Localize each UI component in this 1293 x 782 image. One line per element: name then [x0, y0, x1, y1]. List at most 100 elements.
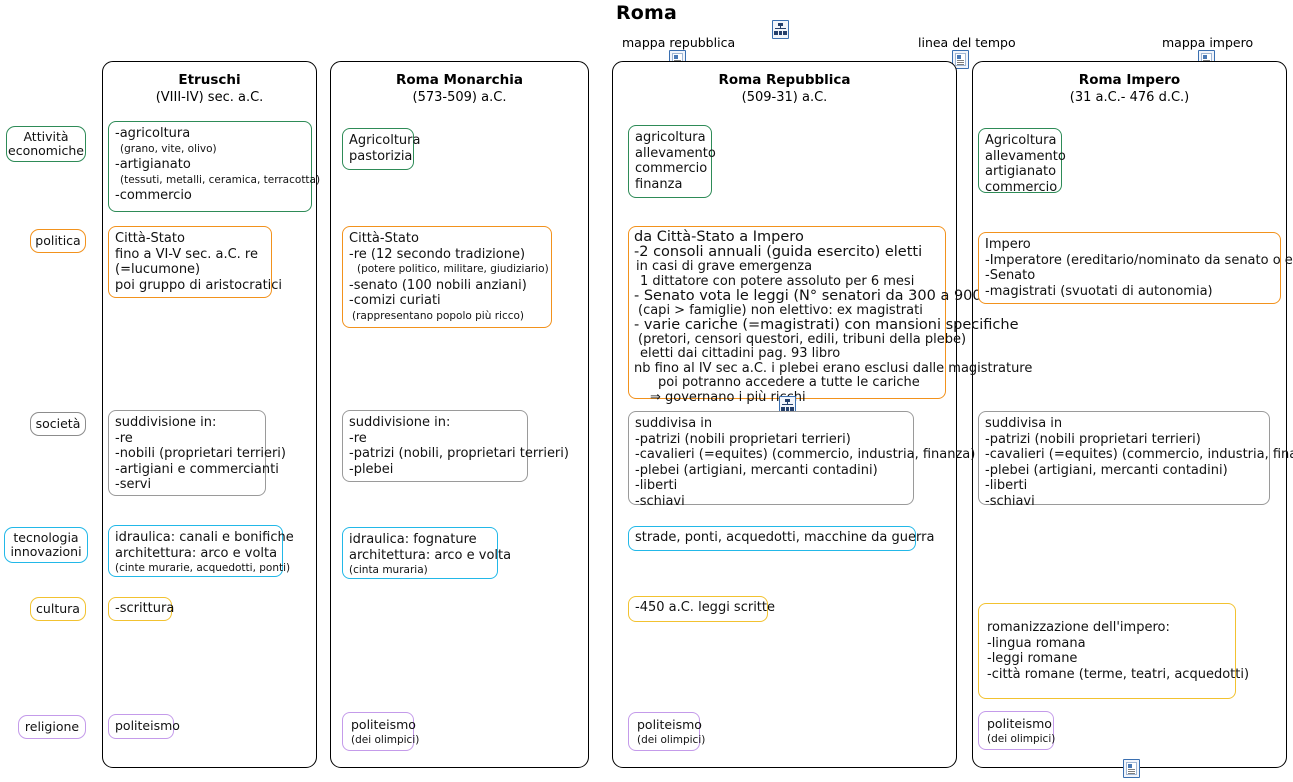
cell-monarchia-societa[interactable]: suddivisione in: -re -patrizi (nobili, p… [342, 410, 569, 482]
cell-line: -Imperatore (ereditario/nominato da sena… [985, 252, 1293, 268]
cell-line: -leggi romane [987, 651, 1078, 666]
cell-repubblica-religione[interactable]: politeismo (dei olimpici) [628, 712, 706, 751]
document-page-icon[interactable] [952, 50, 969, 69]
cell-line: idraulica: fognature [349, 532, 477, 547]
cell-line: -scrittura [115, 601, 175, 616]
cell-repubblica-attivita[interactable]: agricoltura allevamento commercio finanz… [628, 125, 716, 198]
cell-line: commercio [985, 179, 1058, 195]
cell-line: -agricoltura [115, 126, 191, 141]
cell-line: (cinta muraria) [349, 564, 428, 576]
document-page-icon[interactable] [1123, 759, 1140, 778]
cell-line: -cavalieri (=equites) (commercio, indust… [985, 447, 1293, 462]
cell-impero-politica[interactable]: Impero -Imperatore (ereditario/nominato … [978, 232, 1293, 304]
cell-line: Impero [985, 237, 1031, 252]
cell-repubblica-tecnologia[interactable]: strade, ponti, acquedotti, macchine da g… [628, 526, 935, 551]
column-header-etruschi: Etruschi (VIII-IV) sec. a.C. [103, 72, 316, 106]
org-chart-icon[interactable] [772, 20, 789, 39]
cell-line: architettura: arco e volta [115, 545, 278, 561]
category-pill-cultura[interactable]: cultura [30, 597, 86, 621]
category-pill-religione[interactable]: religione [18, 715, 86, 739]
cell-line: romanizzazione dell'impero: [987, 620, 1170, 635]
cell-impero-societa[interactable]: suddivisa in -patrizi (nobili proprietar… [978, 411, 1293, 509]
column-title: Roma Repubblica [718, 72, 851, 88]
cell-line: -Senato [985, 268, 1036, 283]
cell-line: (grano, vite, olivo) [120, 142, 217, 155]
cell-impero-attivita[interactable]: Agricoltura allevamento artigianato comm… [978, 128, 1066, 195]
cell-line: poi gruppo di aristocratici [115, 277, 283, 293]
cell-monarchia-religione[interactable]: politeismo (dei olimpici) [342, 712, 419, 751]
cell-line: fino a VI-V sec. a.C. re [115, 246, 258, 262]
cell-line: -2 consoli annuali (guida esercito) elet… [634, 244, 940, 261]
cell-line: -schiavi [985, 493, 1035, 509]
cell-line: ⇒ governano i più ricchi [650, 389, 806, 405]
cell-etruschi-religione[interactable]: politeismo [108, 714, 180, 739]
cell-line: -città romane (terme, teatri, acquedotti… [987, 666, 1250, 682]
cell-line: strade, ponti, acquedotti, macchine da g… [635, 530, 935, 545]
pill-line-1: società [35, 415, 81, 431]
pill-line-1: Attività [23, 128, 69, 144]
pill-line-1: cultura [36, 600, 80, 616]
cell-etruschi-tecnologia[interactable]: idraulica: canali e bonifiche architettu… [108, 525, 294, 577]
cell-line: (dei olimpici) [987, 732, 1056, 745]
cell-line: agricoltura [635, 130, 706, 145]
cell-line: (dei olimpici) [637, 733, 706, 746]
cell-line: in casi di grave emergenza [636, 259, 813, 274]
cell-line: -patrizi (nobili proprietari terrieri) [985, 431, 1201, 447]
cell-line: -senato (100 nobili anziani) [349, 277, 527, 293]
cell-line: (potere politico, militare, giudiziario) [357, 263, 549, 275]
link-label-mappa-impero[interactable]: mappa impero [1162, 35, 1254, 50]
cell-line: idraulica: canali e bonifiche [115, 530, 294, 545]
category-pill-societa[interactable]: società [30, 412, 86, 436]
cell-repubblica-cultura[interactable]: -450 a.C. leggi scritte [628, 596, 775, 622]
cell-etruschi-cultura[interactable]: -scrittura [108, 597, 175, 621]
cell-line: allevamento [985, 148, 1066, 164]
cell-line: -patrizi (nobili proprietari terrieri) [635, 431, 851, 447]
cell-line: Agricoltura [349, 133, 421, 148]
pill-line-1: religione [24, 718, 80, 734]
cell-line: (cinte murarie, acquedotti, ponti) [115, 562, 291, 574]
cell-line: -plebei (artigiani, mercanti contadini) [985, 462, 1228, 478]
cell-line: -magistrati (svuotati di autonomia) [985, 283, 1213, 299]
cell-line: -patrizi (nobili, proprietari terrieri) [349, 446, 569, 461]
cell-impero-cultura[interactable]: romanizzazione dell'impero: -lingua roma… [978, 603, 1250, 699]
column-title: Roma Impero [1078, 72, 1181, 88]
link-label-linea-del-tempo[interactable]: linea del tempo [918, 35, 1016, 50]
cell-etruschi-societa[interactable]: suddivisione in: -re -nobili (proprietar… [108, 410, 286, 496]
cell-repubblica-politica[interactable]: da Città-Stato a Impero -2 consoli annua… [628, 226, 1033, 404]
category-pill-attivita-economiche[interactable]: Attività economiche [6, 126, 86, 162]
cell-line: artigianato [985, 164, 1057, 179]
cell-impero-religione[interactable]: politeismo (dei olimpici) [978, 711, 1056, 750]
cell-repubblica-societa[interactable]: suddivisa in -patrizi (nobili proprietar… [628, 411, 976, 509]
cell-monarchia-tecnologia[interactable]: idraulica: fognature architettura: arco … [342, 527, 512, 579]
column-subtitle: (509-31) a.C. [741, 90, 828, 105]
cell-etruschi-attivita[interactable]: -agricoltura (grano, vite, olivo) -artig… [108, 121, 321, 212]
cell-line: -re [349, 430, 367, 446]
page-title: Roma [615, 2, 678, 24]
column-header-repubblica: Roma Repubblica (509-31) a.C. [613, 72, 956, 106]
pill-line-2: innovazioni [10, 544, 82, 559]
cell-line: -liberti [985, 478, 1028, 493]
cell-line: nb fino al IV sec a.C. i plebei erano es… [634, 360, 1033, 376]
cell-line: -cavalieri (=equites) (commercio, indust… [635, 447, 976, 462]
cell-line: -artigianato [115, 157, 191, 172]
cell-monarchia-politica[interactable]: Città-Stato -re (12 secondo tradizione) … [342, 226, 552, 328]
cell-line: (=lucumone) [115, 262, 201, 277]
cell-line: -re [115, 430, 133, 446]
cell-line: politeismo [115, 718, 180, 733]
cell-line: (tessuti, metalli, ceramica, terracotta) [120, 173, 321, 186]
category-pill-politica[interactable]: politica [30, 229, 86, 253]
cell-etruschi-politica[interactable]: Città-Stato fino a VI-V sec. a.C. re (=l… [108, 226, 283, 298]
cell-line: architettura: arco e volta [349, 547, 512, 563]
link-label-mappa-repubblica[interactable]: mappa repubblica [622, 35, 736, 50]
cell-monarchia-attivita[interactable]: Agricoltura pastorizia [342, 128, 421, 170]
column-header-impero: Roma Impero (31 a.C.- 476 d.C.) [973, 72, 1286, 106]
cell-line: -plebei (artigiani, mercanti contadini) [635, 462, 878, 478]
pill-line-2: economiche [8, 143, 84, 158]
org-chart-icon[interactable] [779, 396, 796, 415]
column-subtitle: (573-509) a.C. [412, 90, 507, 105]
category-pill-tecnologia-innovazioni[interactable]: tecnologia innovazioni [4, 527, 88, 563]
cell-line: finanza [635, 176, 683, 192]
cell-line: - varie cariche (=magistrati) con mansio… [634, 317, 1019, 333]
cell-line: -schiavi [635, 493, 685, 509]
pill-line-1: tecnologia [13, 529, 79, 545]
